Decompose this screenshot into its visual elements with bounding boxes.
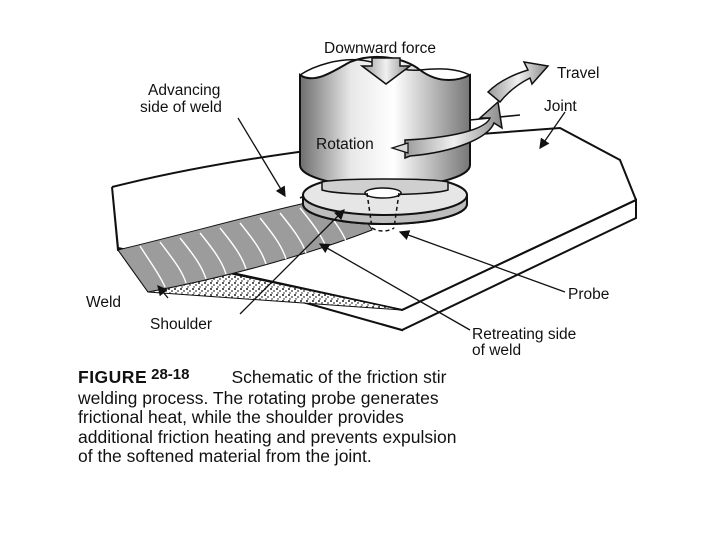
label-advancing-1: Advancing [148,82,220,99]
retreating-leader [318,243,471,331]
label-joint: Joint [544,98,577,115]
label-rotation: Rotation [316,136,374,153]
rotation-arrow [404,100,503,160]
label-travel: Travel [557,65,600,82]
label-shoulder: Shoulder [150,316,212,333]
caption-line-5: of the softened material from the joint. [78,446,372,466]
probe-leader [398,230,566,293]
weld-leader [157,285,169,299]
travel-arrow [486,61,550,104]
label-weld: Weld [86,294,121,311]
label-probe: Probe [568,286,609,303]
caption-line-3: frictional heat, while the shoulder prov… [78,407,404,427]
label-advancing-2: side of weld [140,99,222,116]
label-retreating-2: of weld [472,342,521,359]
caption-text-1: Schematic of the friction stir [231,367,447,387]
rotation-arrow-head [389,142,409,154]
label-retreating-1: Retreating side [472,326,576,343]
figure-word: FIGURE [78,367,148,387]
weld-zone [116,197,403,311]
tool [299,55,471,232]
advancing-leader [237,117,286,198]
downward-force-arrow [359,57,413,85]
caption-line-4: additional friction heating and prevents… [78,426,457,447]
figure-number: 28-18 [151,366,190,383]
caption-line-2: welding process. The rotating probe gene… [78,387,439,408]
shoulder-leader [239,209,345,315]
label-downward-force: Downward force [324,40,436,57]
joint-leader [539,111,566,150]
